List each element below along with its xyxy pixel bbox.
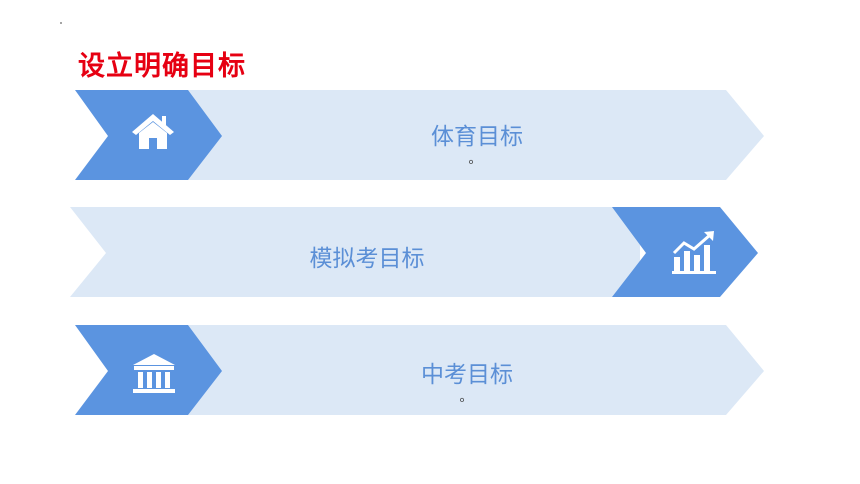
- goal-label-high-school-exam: 中考目标: [421, 362, 513, 388]
- banner-shape: [75, 90, 764, 180]
- goal-sub-high-school-exam: 。: [459, 390, 473, 405]
- corner-dot: [60, 22, 62, 24]
- banner-shape: [70, 207, 758, 297]
- goal-label-mock-exam: 模拟考目标: [309, 246, 425, 272]
- goal-banner-mock-exam: 模拟考目标: [0, 207, 860, 299]
- slide-title: 设立明确目标: [78, 51, 246, 82]
- goal-banner-high-school-exam: 中考目标 。: [0, 325, 860, 417]
- goal-banner-sports: 体育目标 。: [0, 90, 860, 182]
- goal-sub-sports: 。: [468, 152, 482, 167]
- goal-label-sports: 体育目标: [431, 124, 523, 150]
